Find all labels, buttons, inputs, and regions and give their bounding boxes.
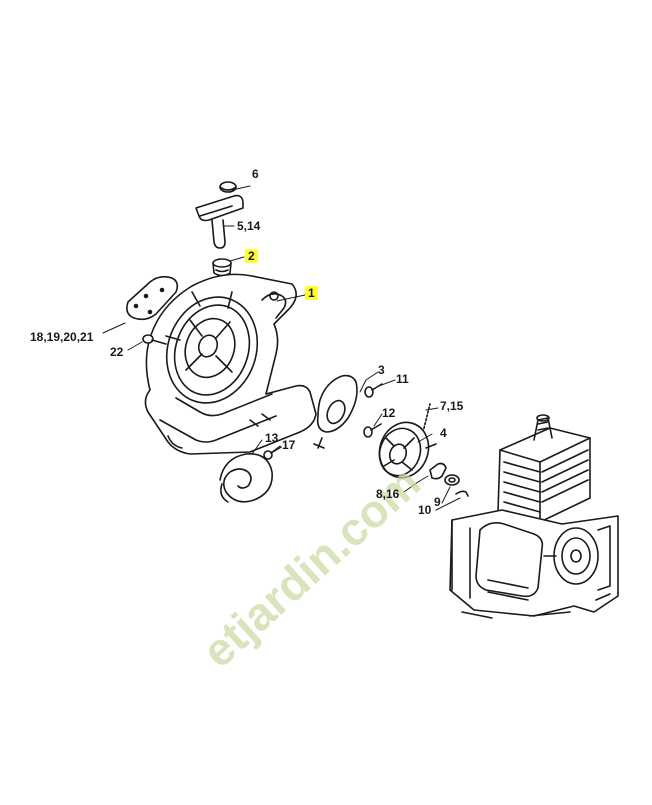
label-part-10: 10: [418, 503, 432, 517]
screw-22-drawing: [142, 334, 167, 345]
screw-17-drawing: [263, 446, 282, 460]
label-part-8-16: 8,16: [376, 487, 400, 501]
label-part-2-highlighted: 2: [245, 249, 258, 263]
label-part-22: 22: [110, 345, 124, 359]
rope-drawing: [419, 403, 431, 445]
washer-drawing: [444, 474, 460, 486]
label-part-3: 3: [378, 363, 385, 377]
starter-grip-drawing: [195, 194, 244, 249]
pawl-drawing: [429, 462, 447, 480]
label-part-6: 6: [252, 167, 259, 181]
label-part-9: 9: [434, 495, 441, 509]
rewind-spring-drawing: [219, 453, 273, 503]
fan-housing-drawing: [144, 273, 317, 455]
label-part-17: 17: [282, 438, 296, 452]
label-part-4: 4: [440, 426, 447, 440]
label-part-5-14: 5,14: [237, 219, 261, 233]
label-part-7-15: 7,15: [440, 399, 464, 413]
label-part-11: 11: [396, 372, 409, 386]
screw-12-drawing: [363, 423, 382, 438]
label-part-12: 12: [382, 406, 396, 420]
leader-lines: [102, 185, 461, 511]
grip-cap-drawing: [219, 181, 237, 193]
label-part-1-highlighted: 1: [305, 286, 318, 300]
engine-block-drawing: [449, 414, 619, 619]
label-part-13: 13: [265, 431, 279, 445]
diaphragm-plate-drawing: [126, 275, 179, 321]
rope-rotor-drawing: [378, 421, 437, 479]
rope-guide-bush-drawing: [212, 258, 232, 277]
label-part-18-21: 18,19,20,21: [30, 330, 94, 344]
spring-disc-drawing: [313, 374, 358, 449]
spring-clip-drawing: [455, 490, 469, 497]
